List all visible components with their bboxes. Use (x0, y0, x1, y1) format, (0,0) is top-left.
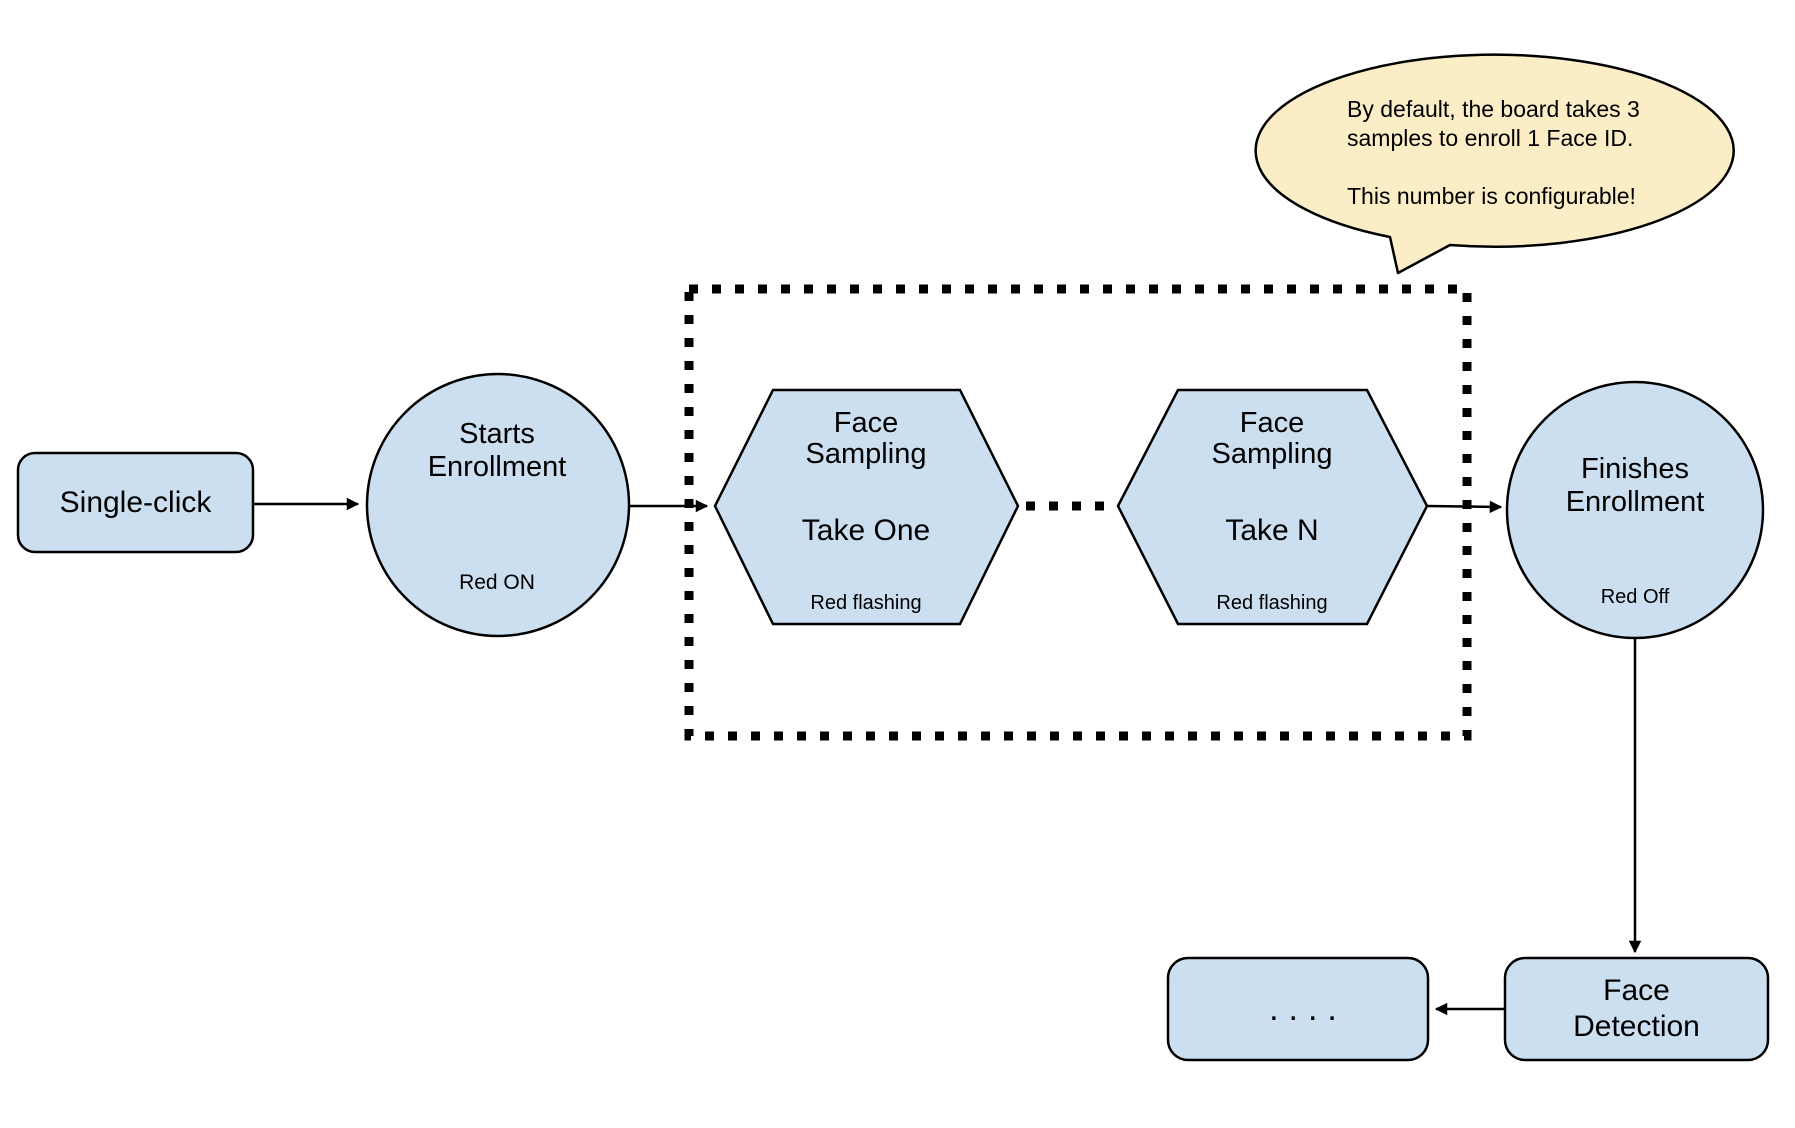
callout-text: By default, the board takes 3 samples to… (1347, 96, 1640, 209)
callout-bubble-shape (1254, 53, 1735, 275)
single-click-label: Single-click (59, 485, 212, 519)
more-steps-label: .... (1269, 990, 1347, 1028)
starts-enrollment-circle-shape (365, 372, 631, 638)
arrow-samplingN-to-finishes (1426, 500, 1503, 514)
single-click-box-shape (16, 451, 255, 554)
face-detection-box-shape (1503, 956, 1770, 1062)
face-sampling-one-title: Face Sampling (805, 407, 927, 470)
starts-enrollment-title: Starts Enrollment (427, 418, 567, 483)
finishes-enrollment-status: Red Off (1600, 586, 1670, 608)
face-sampling-n-status: Red flashing (1216, 592, 1328, 614)
finishes-enrollment-title: Finishes Enrollment (1565, 453, 1705, 518)
face-detection-label: Face Detection (1573, 974, 1700, 1043)
face-sampling-one-take-label: Take One (801, 513, 931, 547)
finishes-enrollment-circle-shape (1505, 380, 1765, 640)
face-sampling-n-take-label: Take N (1225, 513, 1319, 547)
starts-enrollment-status: Red ON (459, 571, 535, 594)
sampling-loop-dotted-border (684, 284, 1472, 741)
face-sampling-one-hexagon-shape (713, 388, 1020, 626)
face-sampling-n-title: Face Sampling (1211, 407, 1333, 470)
more-steps-box-shape (1166, 956, 1430, 1062)
face-sampling-n-hexagon-shape (1116, 388, 1429, 626)
face-sampling-one-status: Red flashing (810, 592, 922, 614)
